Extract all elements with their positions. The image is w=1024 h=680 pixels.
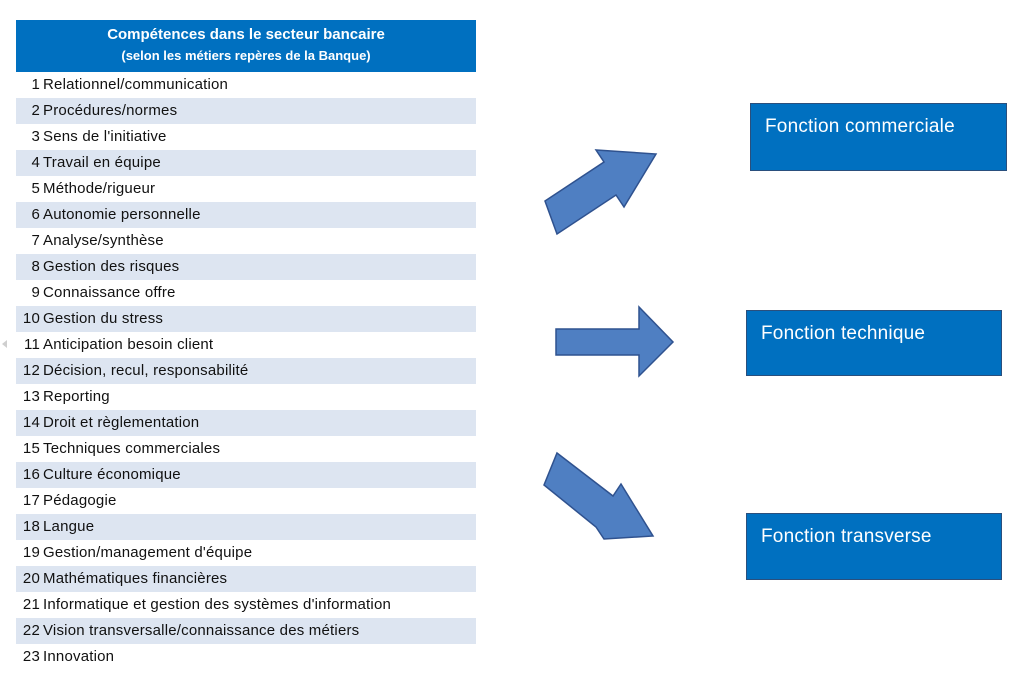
row-label: Décision, recul, responsabilité bbox=[43, 362, 249, 379]
table-header: Compétences dans le secteur bancaire (se… bbox=[16, 20, 476, 72]
box-transverse-label: Fonction transverse bbox=[761, 526, 932, 547]
row-label: Techniques commerciales bbox=[43, 440, 221, 457]
row-number: 4 bbox=[31, 154, 40, 171]
row-number: 7 bbox=[31, 232, 40, 249]
row-number: 14 bbox=[22, 414, 40, 431]
box-fonction-commerciale: Fonction commerciale bbox=[750, 103, 1007, 171]
row-number: 17 bbox=[22, 492, 40, 509]
row-number: 21 bbox=[22, 596, 40, 613]
row-label: Gestion/management d'équipe bbox=[43, 544, 253, 561]
row-label: Pédagogie bbox=[43, 492, 117, 509]
left-edge-marker bbox=[2, 340, 7, 348]
row-label: Informatique et gestion des systèmes d'i… bbox=[43, 596, 392, 613]
row-number: 20 bbox=[22, 570, 40, 587]
row-label: Connaissance offre bbox=[43, 284, 176, 301]
row-label: Relationnel/communication bbox=[43, 76, 229, 93]
row-number: 16 bbox=[22, 466, 40, 483]
arrow-right-icon bbox=[555, 305, 675, 378]
row-label: Mathématiques financières bbox=[43, 570, 228, 587]
row-number: 18 bbox=[22, 518, 40, 535]
row-number: 10 bbox=[22, 310, 40, 327]
row-number: 15 bbox=[22, 440, 40, 457]
row-label: Vision transversalle/connaissance des mé… bbox=[43, 622, 360, 639]
row-label: Reporting bbox=[43, 388, 110, 405]
row-number: 12 bbox=[22, 362, 40, 379]
row-label: Travail en équipe bbox=[43, 154, 161, 171]
skills-table: Compétences dans le secteur bancaire (se… bbox=[16, 20, 476, 670]
row-label: Culture économique bbox=[43, 466, 181, 483]
table-subtitle: (selon les métiers repères de la Banque) bbox=[121, 48, 371, 63]
row-number: 1 bbox=[31, 76, 40, 93]
row-label: Analyse/synthèse bbox=[43, 232, 164, 249]
box-commerciale-label: Fonction commerciale bbox=[765, 116, 955, 137]
box-technique-label: Fonction technique bbox=[761, 323, 926, 344]
arrow-up-right-icon bbox=[544, 149, 658, 236]
row-number: 9 bbox=[31, 284, 40, 301]
row-number: 23 bbox=[22, 648, 40, 665]
table-title: Compétences dans le secteur bancaire bbox=[107, 26, 385, 43]
row-number: 19 bbox=[22, 544, 40, 561]
row-number: 3 bbox=[31, 128, 40, 145]
row-label: Langue bbox=[43, 518, 95, 535]
row-number: 6 bbox=[31, 206, 40, 223]
row-number: 11 bbox=[24, 336, 40, 353]
box-fonction-transverse: Fonction transverse bbox=[746, 513, 1002, 580]
row-label: Autonomie personnelle bbox=[43, 206, 201, 223]
arrow-down-right-icon bbox=[543, 451, 655, 540]
row-label: Procédures/normes bbox=[43, 102, 178, 119]
row-number: 22 bbox=[22, 622, 40, 639]
row-label: Méthode/rigueur bbox=[43, 180, 156, 197]
row-label: Sens de l'initiative bbox=[43, 128, 167, 145]
row-label: Droit et règlementation bbox=[43, 414, 200, 431]
row-number: 8 bbox=[31, 258, 40, 275]
row-label: Gestion du stress bbox=[43, 310, 164, 327]
row-label: Anticipation besoin client bbox=[43, 336, 214, 353]
row-number: 5 bbox=[31, 180, 40, 197]
box-fonction-technique: Fonction technique bbox=[746, 310, 1002, 376]
row-number: 13 bbox=[22, 388, 40, 405]
row-label: Gestion des risques bbox=[43, 258, 180, 275]
row-number: 2 bbox=[31, 102, 40, 119]
row-label: Innovation bbox=[43, 648, 115, 665]
